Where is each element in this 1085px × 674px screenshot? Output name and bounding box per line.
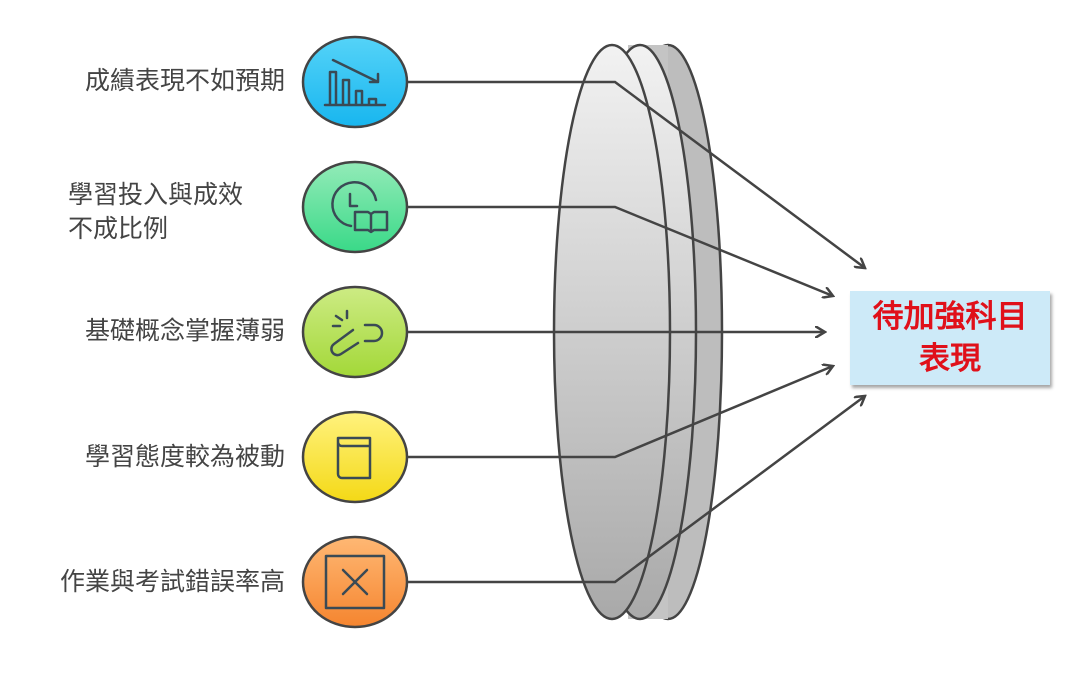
cause-label-2-line-2: 不成比例 xyxy=(68,214,169,243)
cause-label-2: 學習投入與成效 不成比例 xyxy=(68,178,243,246)
cause-label-1: 成績表現不如預期 xyxy=(84,66,285,95)
x-box-icon xyxy=(301,535,409,629)
target-line-1: 待加強科目 xyxy=(872,299,1028,335)
declining-bar-chart-icon xyxy=(301,35,409,129)
connector-5 xyxy=(408,396,865,584)
connectors xyxy=(408,80,865,584)
cause-label-2-line-1: 學習投入與成效 xyxy=(68,180,244,209)
cause-label-4: 學習態度較為被動 xyxy=(84,442,285,471)
target-line-2: 表現 xyxy=(919,341,981,377)
connector-4 xyxy=(408,366,833,459)
target-box: 待加強科目 表現 xyxy=(850,291,1050,385)
connector-1 xyxy=(408,80,865,268)
lens xyxy=(552,43,724,621)
cause-label-3: 基礎概念掌握薄弱 xyxy=(84,316,285,345)
connector-2 xyxy=(408,205,833,296)
cause-label-5: 作業與考試錯誤率高 xyxy=(59,567,285,596)
book-icon xyxy=(301,410,409,504)
broken-link-icon xyxy=(301,285,409,379)
clock-book-icon xyxy=(301,160,409,254)
